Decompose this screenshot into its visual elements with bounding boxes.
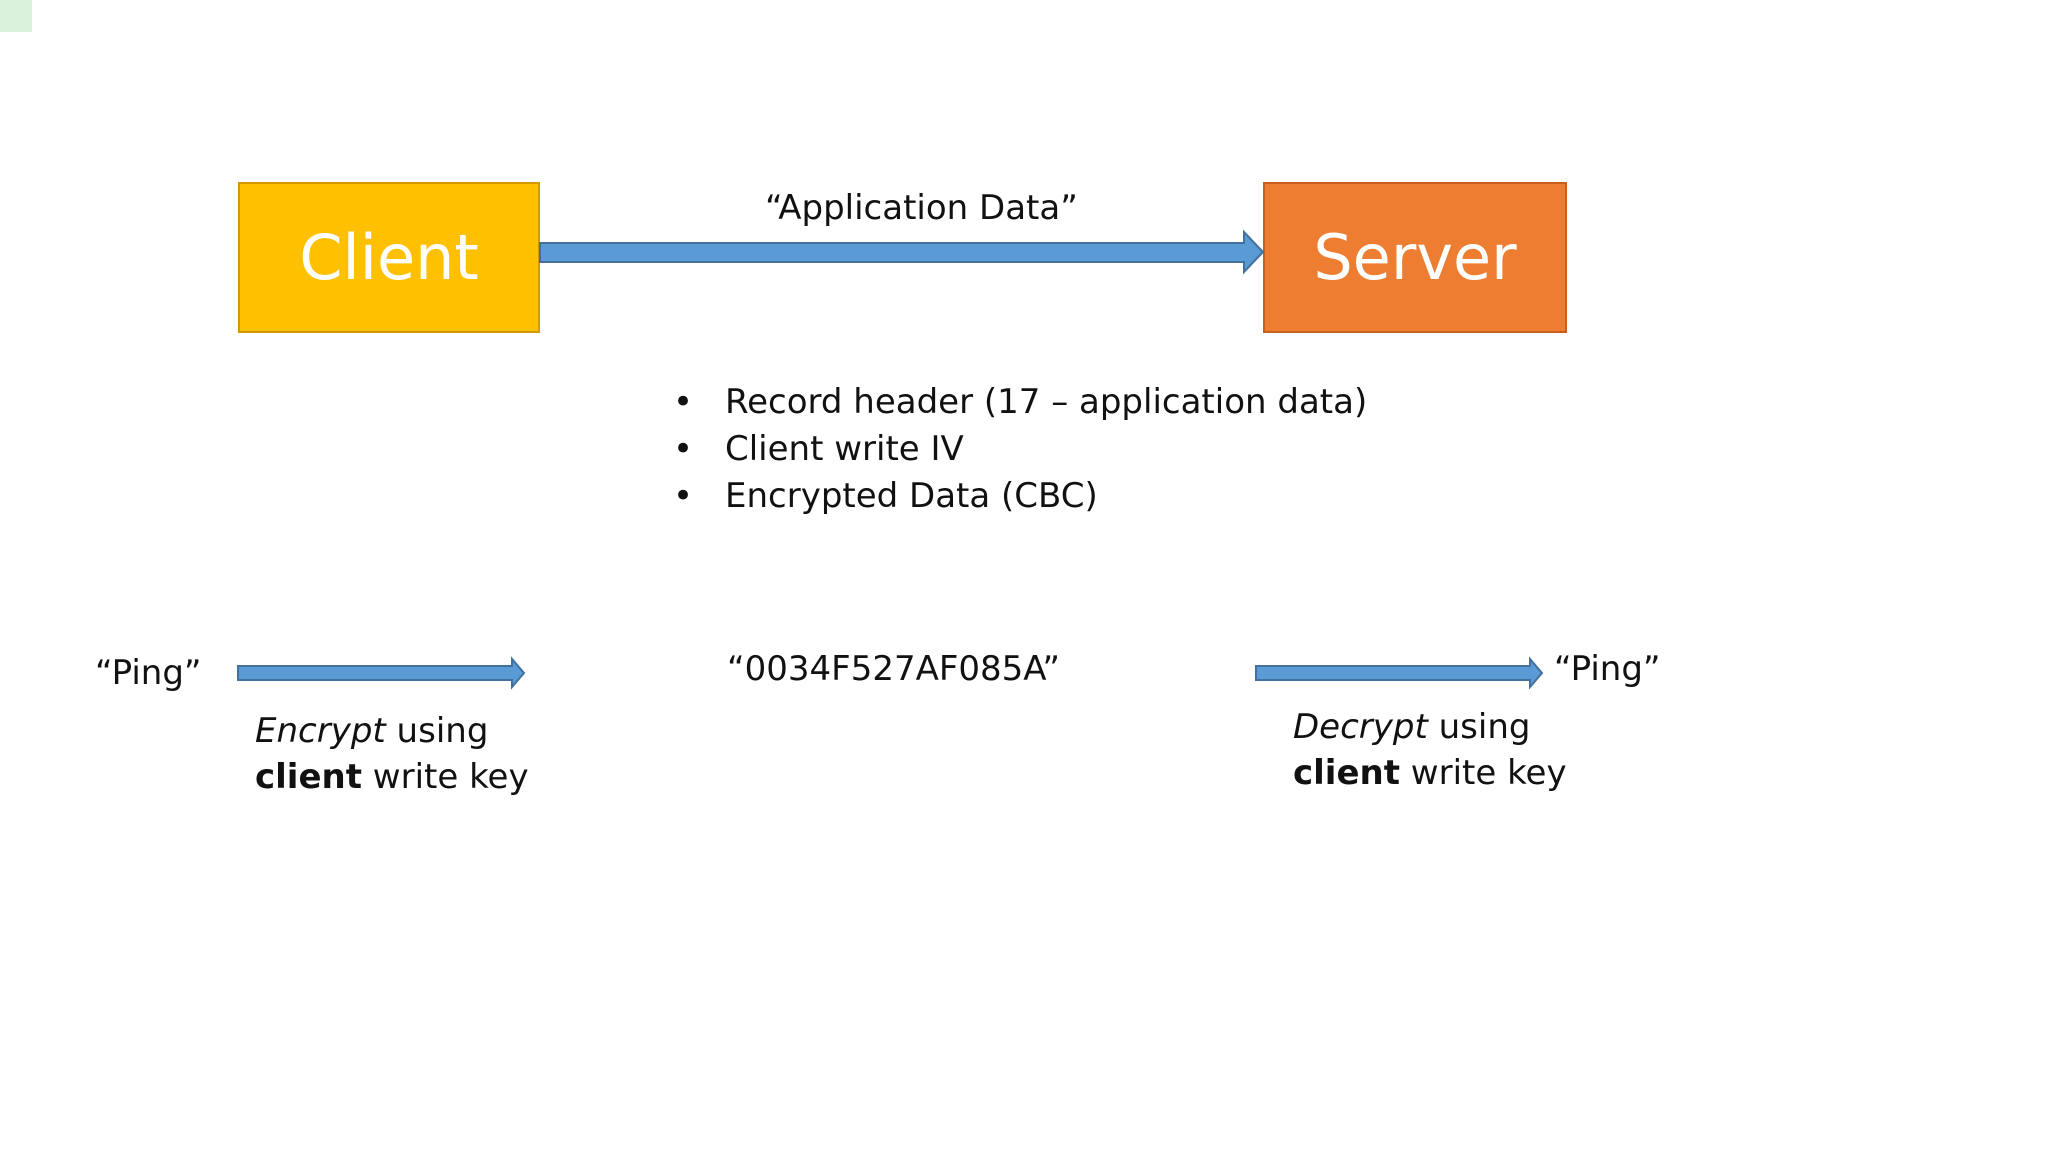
client-to-server-arrow (539, 229, 1265, 275)
client-label: Client (299, 220, 479, 294)
application-data-label: “Application Data” (765, 188, 1078, 228)
encrypt-arrow (237, 656, 526, 690)
plaintext-left-label: “Ping” (95, 653, 202, 693)
decrypt-arrow (1255, 656, 1544, 690)
decrypt-step-line-2: client write key (1293, 751, 1567, 797)
decrypt-key-owner: client (1293, 752, 1400, 793)
decrypt-using: using (1427, 707, 1531, 747)
corner-marker (0, 0, 32, 32)
plaintext-right-label: “Ping” (1554, 649, 1661, 689)
encrypt-step-text: Encrypt using client write key (255, 709, 529, 801)
encrypt-key-rest: write key (361, 756, 529, 797)
record-field-item: Client write IV (665, 426, 1367, 473)
decrypt-step-line-1: Decrypt using (1293, 705, 1567, 751)
record-field-item: Record header (17 – application data) (665, 379, 1367, 426)
encrypt-using: using (385, 711, 489, 751)
encrypt-step-line-2: client write key (255, 755, 529, 801)
decrypt-step-text: Decrypt using client write key (1293, 705, 1567, 797)
server-label: Server (1313, 220, 1517, 294)
encrypt-verb: Encrypt (255, 711, 386, 751)
record-field-item: Encrypted Data (CBC) (665, 473, 1367, 520)
decrypt-verb: Decrypt (1293, 707, 1428, 747)
decrypt-key-rest: write key (1399, 752, 1567, 793)
encrypt-step-line-1: Encrypt using (255, 709, 529, 755)
server-box: Server (1263, 182, 1567, 333)
client-box: Client (238, 182, 540, 333)
record-fields-list: Record header (17 – application data) Cl… (665, 379, 1367, 520)
encrypt-key-owner: client (255, 756, 362, 797)
ciphertext-label: “0034F527AF085A” (727, 649, 1060, 689)
